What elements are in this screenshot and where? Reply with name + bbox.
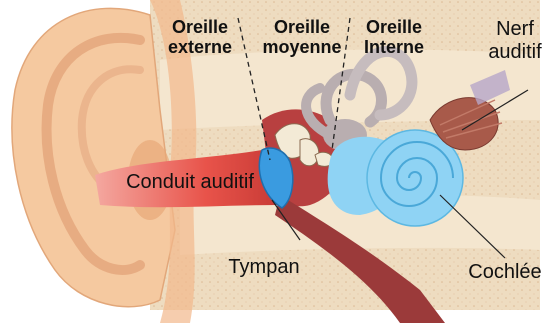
region-inner-line2: Interne bbox=[364, 37, 424, 57]
label-canal: Conduit auditif bbox=[126, 171, 254, 193]
label-nerve-line1: Nerf bbox=[496, 18, 534, 40]
region-outer-line1: Oreille bbox=[172, 17, 228, 37]
label-cochlea: Cochlée bbox=[468, 261, 541, 283]
region-middle-line1: Oreille bbox=[274, 17, 330, 37]
region-middle-line2: moyenne bbox=[262, 37, 341, 57]
region-inner-line1: Oreille bbox=[366, 17, 422, 37]
label-nerve-line2: auditif bbox=[488, 41, 542, 63]
region-outer-line2: externe bbox=[168, 37, 232, 57]
label-eardrum: Tympan bbox=[228, 256, 299, 278]
